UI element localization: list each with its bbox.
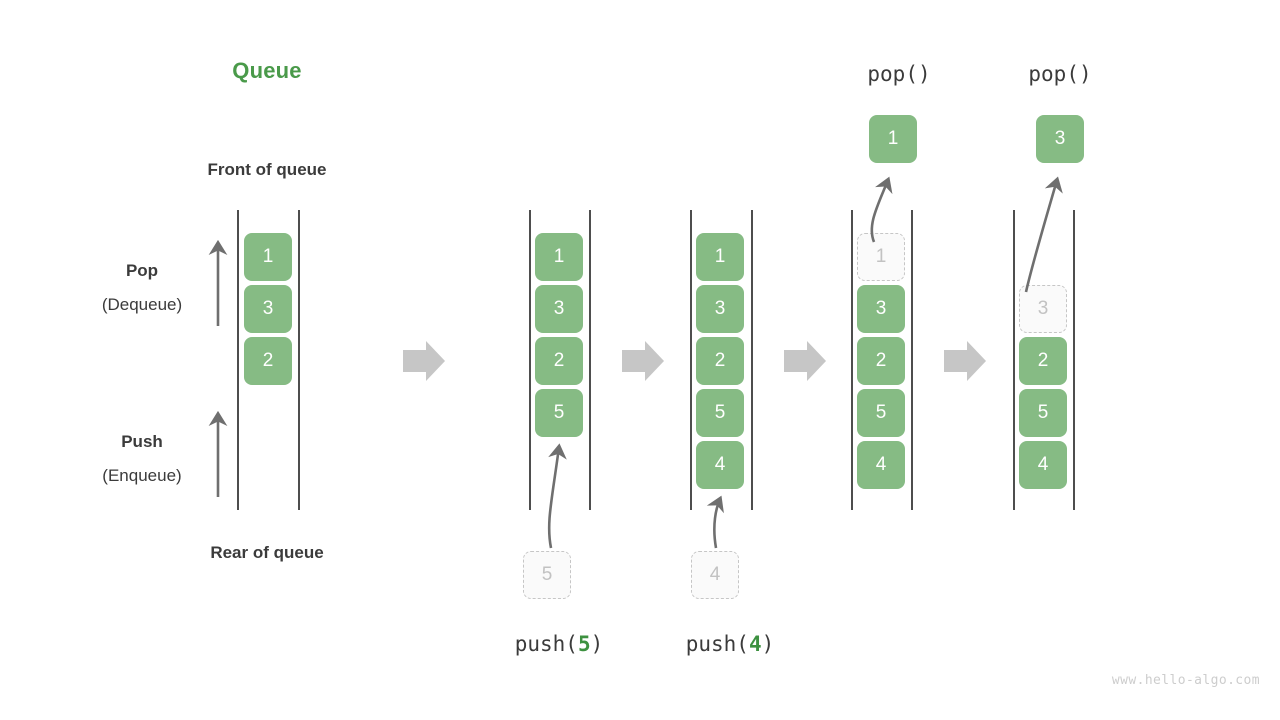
- col3-rail-left: [690, 210, 692, 510]
- col2-rail-left: [529, 210, 531, 510]
- push-5-arrow: [547, 443, 567, 549]
- col3-rail-right: [751, 210, 753, 510]
- col4-cell-2: 2: [857, 337, 905, 385]
- connector-arrow-1: [403, 341, 445, 381]
- col2-cell-1: 3: [535, 285, 583, 333]
- connector-arrow-3: [784, 341, 826, 381]
- col5-cell-3: 5: [1019, 389, 1067, 437]
- col4-cell-1: 3: [857, 285, 905, 333]
- col1-cell-0: 1: [244, 233, 292, 281]
- col2-cell-0: 1: [535, 233, 583, 281]
- rear-of-queue-label: Rear of queue: [210, 543, 324, 562]
- col3-cell-3: 5: [696, 389, 744, 437]
- front-of-queue-label: Front of queue: [207, 160, 327, 179]
- col5-rail-right: [1073, 210, 1075, 510]
- col5-popped-cell: 3: [1036, 115, 1084, 163]
- col3-cell-0: 1: [696, 233, 744, 281]
- caption-pop-1: pop(): [867, 62, 931, 86]
- col1-cell-2: 2: [244, 337, 292, 385]
- push-4-arrow: [706, 495, 724, 549]
- col3-cell-4: 4: [696, 441, 744, 489]
- col5-cell-1-ghost: 3: [1019, 285, 1067, 333]
- col5-rail-left: [1013, 210, 1015, 510]
- col4-rail-left: [851, 210, 853, 510]
- col4-popped-cell: 1: [869, 115, 917, 163]
- push-label: Push: [121, 432, 163, 451]
- col2-incoming-ghost: 5: [523, 551, 571, 599]
- push-sublabel: (Enqueue): [102, 466, 182, 485]
- col1-cell-1: 3: [244, 285, 292, 333]
- watermark: www.hello-algo.com: [1111, 673, 1260, 688]
- col4-rail-right: [911, 210, 913, 510]
- col4-cell-0-ghost: 1: [857, 233, 905, 281]
- pop-3-arrow: [1024, 176, 1063, 293]
- diagram-title: Queue: [232, 58, 302, 83]
- col1-rail-left: [237, 210, 239, 510]
- col3-cell-2: 2: [696, 337, 744, 385]
- col3-cell-1: 3: [696, 285, 744, 333]
- caption-push-5: push(5): [514, 632, 604, 656]
- col3-incoming-ghost: 4: [691, 551, 739, 599]
- col5-cell-2: 2: [1019, 337, 1067, 385]
- caption-pop-3: pop(): [1028, 62, 1092, 86]
- col2-cell-2: 2: [535, 337, 583, 385]
- col2-rail-right: [589, 210, 591, 510]
- col1-rail-right: [298, 210, 300, 510]
- col4-cell-4: 4: [857, 441, 905, 489]
- col2-cell-3: 5: [535, 389, 583, 437]
- pop-sublabel: (Dequeue): [101, 295, 183, 314]
- caption-push-4: push(4): [685, 632, 775, 656]
- col4-cell-3: 5: [857, 389, 905, 437]
- connector-arrow-4: [944, 341, 986, 381]
- connector-arrow-2: [622, 341, 664, 381]
- pop-label: Pop: [125, 261, 159, 280]
- col5-cell-4: 4: [1019, 441, 1067, 489]
